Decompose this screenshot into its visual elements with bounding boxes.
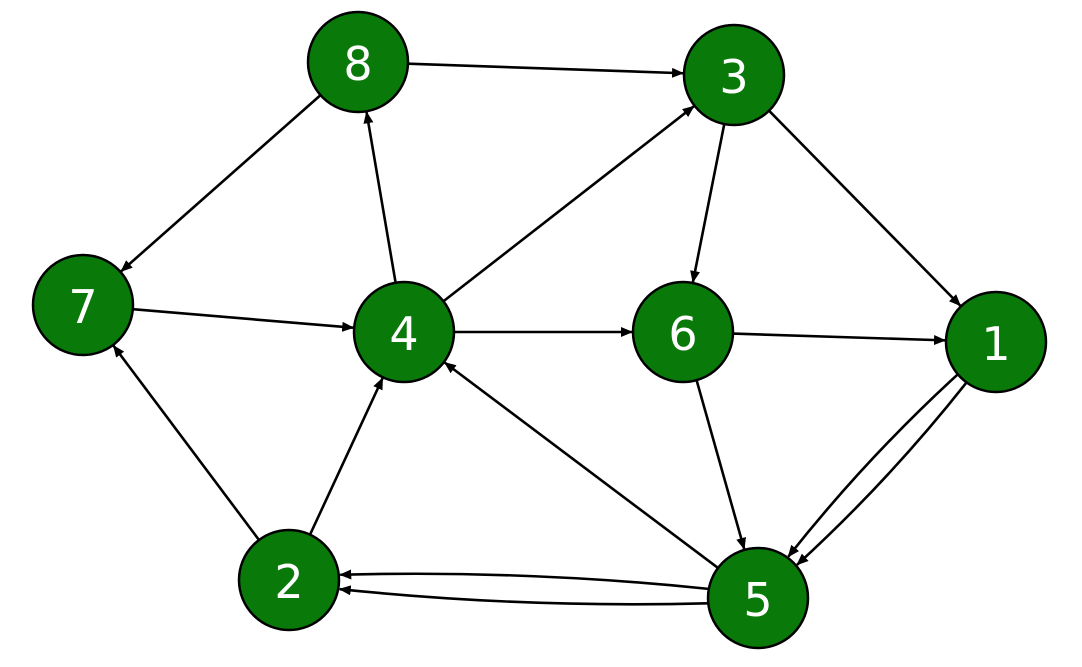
node-7-label: 7: [68, 280, 97, 334]
node-1-label: 1: [981, 317, 1010, 371]
edge-2-to-4: [308, 377, 384, 536]
nodes: 8 3 7 4 6 1 2 5: [31, 10, 1048, 650]
node-3: 3: [682, 23, 786, 127]
edge-5-to-4: [443, 361, 719, 570]
node-8-circle: [306, 10, 410, 114]
node-1-circle: [944, 290, 1048, 394]
edge-2-to-7: [112, 345, 261, 541]
node-6: 6: [631, 280, 735, 384]
node-6-label: 6: [668, 307, 697, 361]
edge-8-to-3: [407, 62, 685, 78]
node-4-circle: [352, 280, 456, 384]
edge-6-to-1: [732, 332, 947, 346]
edge-1-to-5: [796, 381, 968, 566]
edge-3-to-1: [768, 109, 962, 307]
edge-5-to-2: [339, 569, 709, 591]
node-5-circle: [706, 546, 810, 650]
node-8-label: 8: [343, 37, 372, 91]
node-1: 1: [944, 290, 1048, 394]
node-8: 8: [306, 10, 410, 114]
node-3-circle: [682, 23, 786, 127]
node-4-label: 4: [389, 307, 418, 361]
node-5: 5: [706, 546, 810, 650]
edges: [112, 62, 968, 606]
node-6-circle: [631, 280, 735, 384]
node-2-label: 2: [274, 555, 303, 609]
edge-4-to-8: [363, 111, 397, 283]
node-4: 4: [352, 280, 456, 384]
edge-3-to-6: [690, 123, 726, 283]
node-7: 7: [31, 253, 135, 357]
node-7-circle: [31, 253, 135, 357]
node-2-circle: [237, 528, 341, 632]
edge-6-to-5: [695, 379, 746, 550]
node-2: 2: [237, 528, 341, 632]
edge-7-to-4: [132, 307, 355, 332]
edge-5-to-2: [338, 585, 708, 606]
node-5-label: 5: [743, 573, 772, 627]
node-3-label: 3: [719, 50, 748, 104]
edge-4-to-3: [442, 105, 695, 303]
edge-1-to-5: [787, 373, 959, 558]
edge-8-to-7: [120, 94, 322, 273]
